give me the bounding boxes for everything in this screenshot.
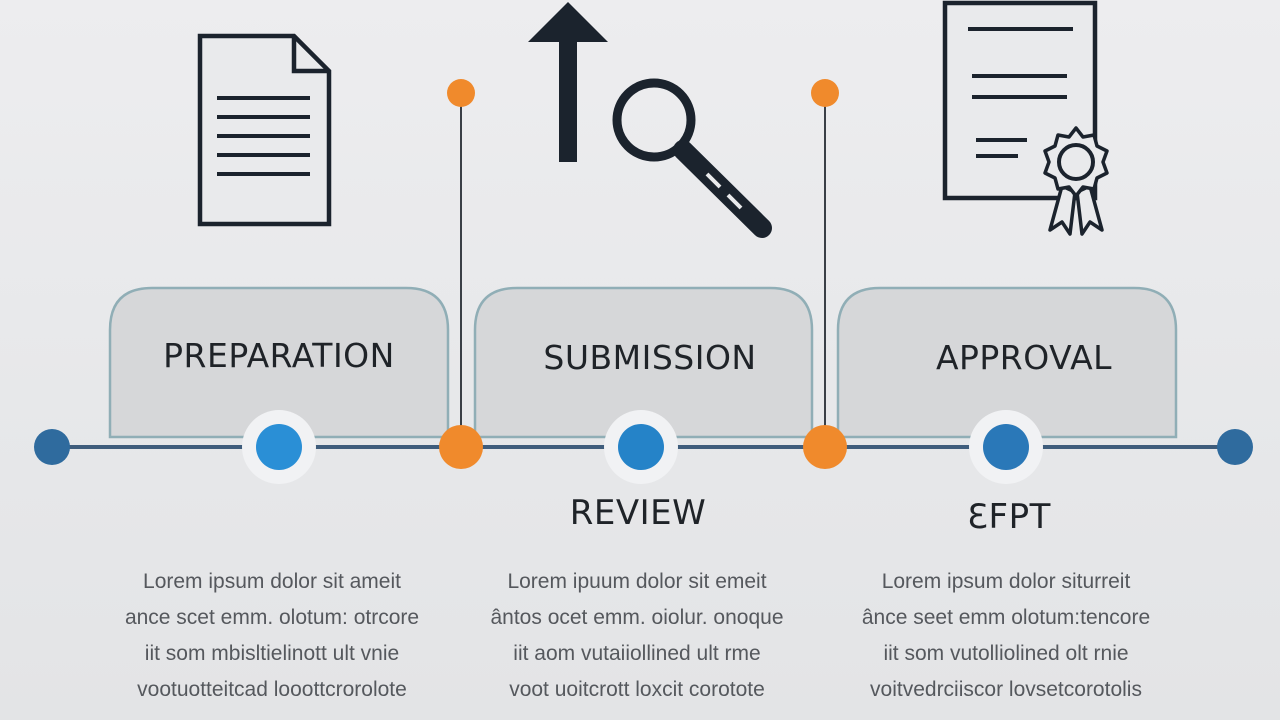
description-line: Lorem ipuum dolor sit emeit bbox=[507, 570, 767, 593]
description-line: Lorem ipsum dolor sit ameit bbox=[143, 570, 401, 593]
description-line: iit som vutolliolined olt rnie bbox=[883, 642, 1129, 665]
milestone-top-node-1 bbox=[447, 79, 475, 107]
description-line: ance scet emm. olotum: otrcore bbox=[124, 606, 420, 629]
description-line: iit som mbisltielinott ult vnie bbox=[144, 642, 400, 665]
description-line: Lorem ipsum dolor siturreit bbox=[881, 570, 1131, 593]
description-line: vootuotteitcad looottcrorolote bbox=[137, 678, 407, 701]
timeline-start-node bbox=[34, 429, 70, 465]
stage-sub-label-approval: ƐFPT bbox=[967, 497, 1051, 537]
milestone-top-node-2 bbox=[811, 79, 839, 107]
stage-node-preparation bbox=[242, 410, 316, 484]
description-line: voot uoitcrott loxcit corotote bbox=[509, 678, 765, 701]
stage-title-submission: SUBMISSION bbox=[543, 338, 757, 377]
stage-box-approval bbox=[836, 286, 1178, 439]
description-line: iit aom vutaiiollined ult rme bbox=[513, 642, 761, 665]
stage-node-approval bbox=[969, 410, 1043, 484]
description-line: ânce seet emm olotum:tencore bbox=[861, 606, 1151, 629]
stage-title-preparation: PREPARATION bbox=[163, 336, 395, 375]
award-seal-icon bbox=[1043, 126, 1109, 236]
stage-sub-label-review: REVIEW bbox=[569, 493, 707, 533]
timeline-end-node bbox=[1217, 429, 1253, 465]
milestone-node-1 bbox=[439, 425, 483, 469]
upload-arrow-icon bbox=[528, 2, 608, 162]
stage-description-preparation: Lorem ipsum dolor sit ameit ance scet em… bbox=[107, 564, 437, 708]
stage-title-approval: APPROVAL bbox=[935, 338, 1113, 377]
stage-description-submission: Lorem ipuum dolor sit emeit ântos ocet e… bbox=[472, 564, 802, 708]
magnifier-icon bbox=[612, 78, 772, 238]
stage-box-preparation bbox=[108, 286, 450, 439]
stage-description-approval: Lorem ipsum dolor siturreit ânce seet em… bbox=[841, 564, 1171, 708]
description-line: ântos ocet emm. oiolur. onoque bbox=[490, 606, 784, 629]
description-line: voitvedrciiscor lovsetcorotolis bbox=[870, 678, 1142, 701]
certificate-icon bbox=[942, 0, 1109, 236]
upload-magnifier-icon bbox=[528, 2, 772, 238]
document-icon bbox=[197, 33, 332, 227]
milestone-node-2 bbox=[803, 425, 847, 469]
stage-node-submission bbox=[604, 410, 678, 484]
stage-box-submission bbox=[473, 286, 814, 439]
